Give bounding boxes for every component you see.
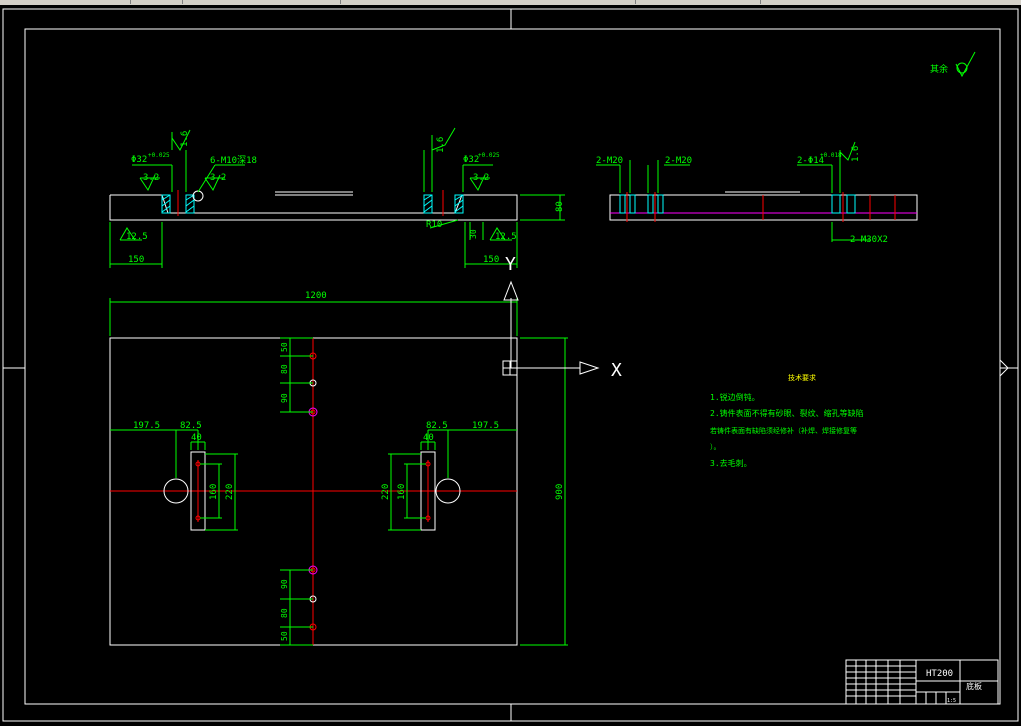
right-slot: [420, 451, 436, 531]
dimension-text: 3.2: [143, 173, 159, 183]
centering-marks: [3, 9, 1018, 721]
dimension-text: 3.2: [210, 173, 226, 183]
plan-view: 1200 900 197.5 82.5 40 82.5 197.5 40 160…: [109, 291, 568, 646]
dimension-text: 6-M10深18: [210, 155, 257, 166]
dimension-text: 技术要求: [788, 373, 816, 382]
dimension-text: 82.5: [426, 421, 448, 431]
title-scale: 1:5: [947, 698, 956, 704]
cad-drawing-canvas[interactable]: 其余: [0, 5, 1021, 726]
toolbar-segment[interactable]: [132, 0, 183, 4]
dimension-text: 220: [381, 484, 391, 500]
dimension-text: 80: [555, 201, 565, 212]
dimension-text: 90: [280, 579, 289, 589]
dimension-text: 12.5: [126, 232, 148, 242]
dimension-text: 80: [280, 608, 289, 618]
ucs-y-label: Y: [505, 254, 516, 275]
dimension-text: +0.025: [478, 152, 500, 159]
dimension-text: 82.5: [180, 421, 202, 431]
dimension-text: 1.锐边倒钝。: [710, 392, 760, 402]
dimension-text: 30: [469, 229, 478, 239]
dimension-text: 220: [225, 484, 235, 500]
dimension-text: 12.5: [495, 232, 517, 242]
dimension-text: Φ32: [131, 155, 147, 165]
dimension-text: +0.018: [820, 152, 842, 159]
dimension-text: 50: [280, 342, 289, 352]
toolbar-segment[interactable]: [645, 0, 761, 4]
toolbar-segment[interactable]: [190, 0, 341, 4]
dimension-text: 1200: [305, 291, 327, 301]
dimension-text: 2-M30X2: [850, 235, 888, 245]
section-hatch-right: [423, 194, 464, 214]
ucs-icon[interactable]: [502, 280, 600, 376]
dimension-text: 若铸件表面有缺陷须经修补（补焊、焊接修复等: [710, 426, 857, 435]
dimension-text: 3.2: [473, 173, 489, 183]
dimension-text: 900: [555, 484, 565, 500]
left-slot: [190, 451, 206, 531]
dimension-text: 1.6: [436, 137, 446, 153]
dimension-text: 40: [191, 433, 202, 443]
toolbar-segment[interactable]: [0, 0, 131, 4]
title-block: [845, 659, 999, 705]
dimension-text: 50: [280, 631, 289, 641]
dimension-text: 2-M20: [596, 156, 623, 166]
dimension-text: 80: [280, 364, 289, 374]
roughness-other-label: 其余: [930, 63, 948, 75]
right-bore: [435, 478, 461, 504]
general-roughness-symbol: 其余: [930, 51, 976, 78]
dimension-text: 3.去毛刺。: [710, 458, 752, 468]
dimension-text: +0.025: [148, 152, 170, 159]
tapped-hole-symbol: [192, 190, 204, 202]
dimension-text: 2.铸件表面不得有砂眼、裂纹、缩孔等缺陷: [710, 408, 864, 418]
left-bore: [163, 478, 189, 504]
section-view: 2-M20 2-M20 2-Φ14 +0.018 1.6 2-M30X2: [596, 141, 918, 245]
window-top-strip: [0, 0, 1021, 5]
dimension-text: 160: [209, 484, 219, 500]
front-view: Φ32 +0.025 6-M10深18 3.2 3.2 3.2 1.6 1.6 …: [109, 127, 565, 268]
title-part-name: 底板: [966, 681, 982, 691]
drawing-frame: [24, 28, 1001, 705]
toolbar-segment[interactable]: [345, 0, 636, 4]
title-material: HT200: [926, 669, 953, 679]
dimension-text: ）。: [710, 443, 721, 451]
dimension-text: R10: [426, 220, 442, 230]
dimension-text: 1.6: [180, 131, 190, 147]
tech-requirements: 技术要求 1.锐边倒钝。 2.铸件表面不得有砂眼、裂纹、缩孔等缺陷 若铸件表面有…: [710, 373, 864, 468]
dimension-text: 150: [128, 255, 144, 265]
dimension-text: 197.5: [472, 421, 499, 431]
dimension-text: 2-Φ14: [797, 156, 824, 166]
dimension-text: 40: [423, 433, 434, 443]
dimension-text: Φ32: [463, 155, 479, 165]
dimension-text: 90: [280, 393, 289, 403]
dimension-text: 150: [483, 255, 499, 265]
dimension-text: 160: [397, 484, 407, 500]
dimension-text: 2-M20: [665, 156, 692, 166]
dimension-text: 197.5: [133, 421, 160, 431]
dimension-text: 1.6: [851, 146, 861, 162]
ucs-x-label: X: [611, 360, 622, 381]
